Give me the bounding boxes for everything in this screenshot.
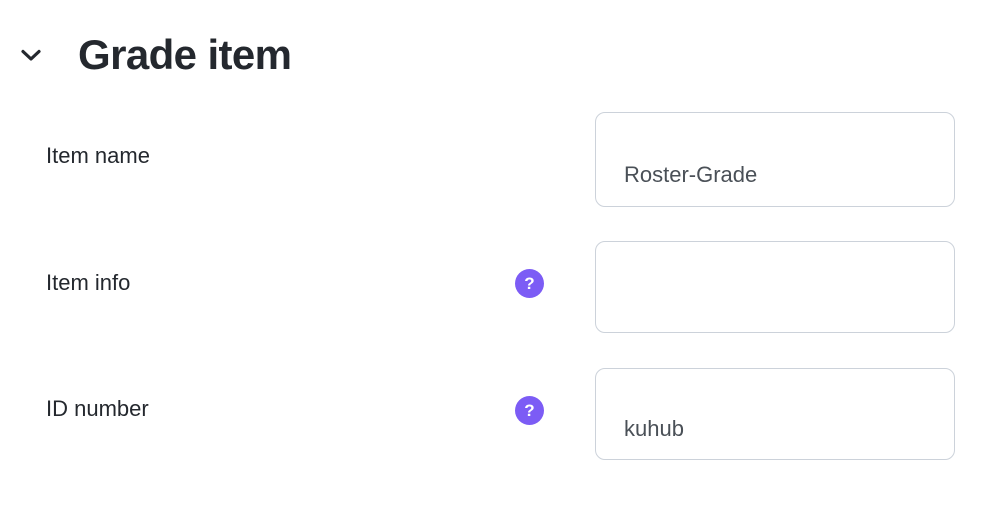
field-label-item-info: Item info — [46, 270, 131, 295]
item-name-input[interactable] — [595, 112, 955, 207]
page-title: Grade item — [78, 31, 292, 78]
help-icon-item-info[interactable]: ? — [515, 269, 544, 298]
grade-item-section-header: Grade item — [0, 24, 292, 86]
chevron-down-icon[interactable] — [0, 24, 62, 86]
field-label-item-name: Item name — [46, 143, 150, 168]
help-icon-id-number[interactable]: ? — [515, 396, 544, 425]
field-label-id-number: ID number — [46, 396, 149, 421]
chevron-down-glyph — [21, 49, 41, 61]
item-info-input[interactable] — [595, 241, 955, 333]
id-number-input[interactable] — [595, 368, 955, 460]
